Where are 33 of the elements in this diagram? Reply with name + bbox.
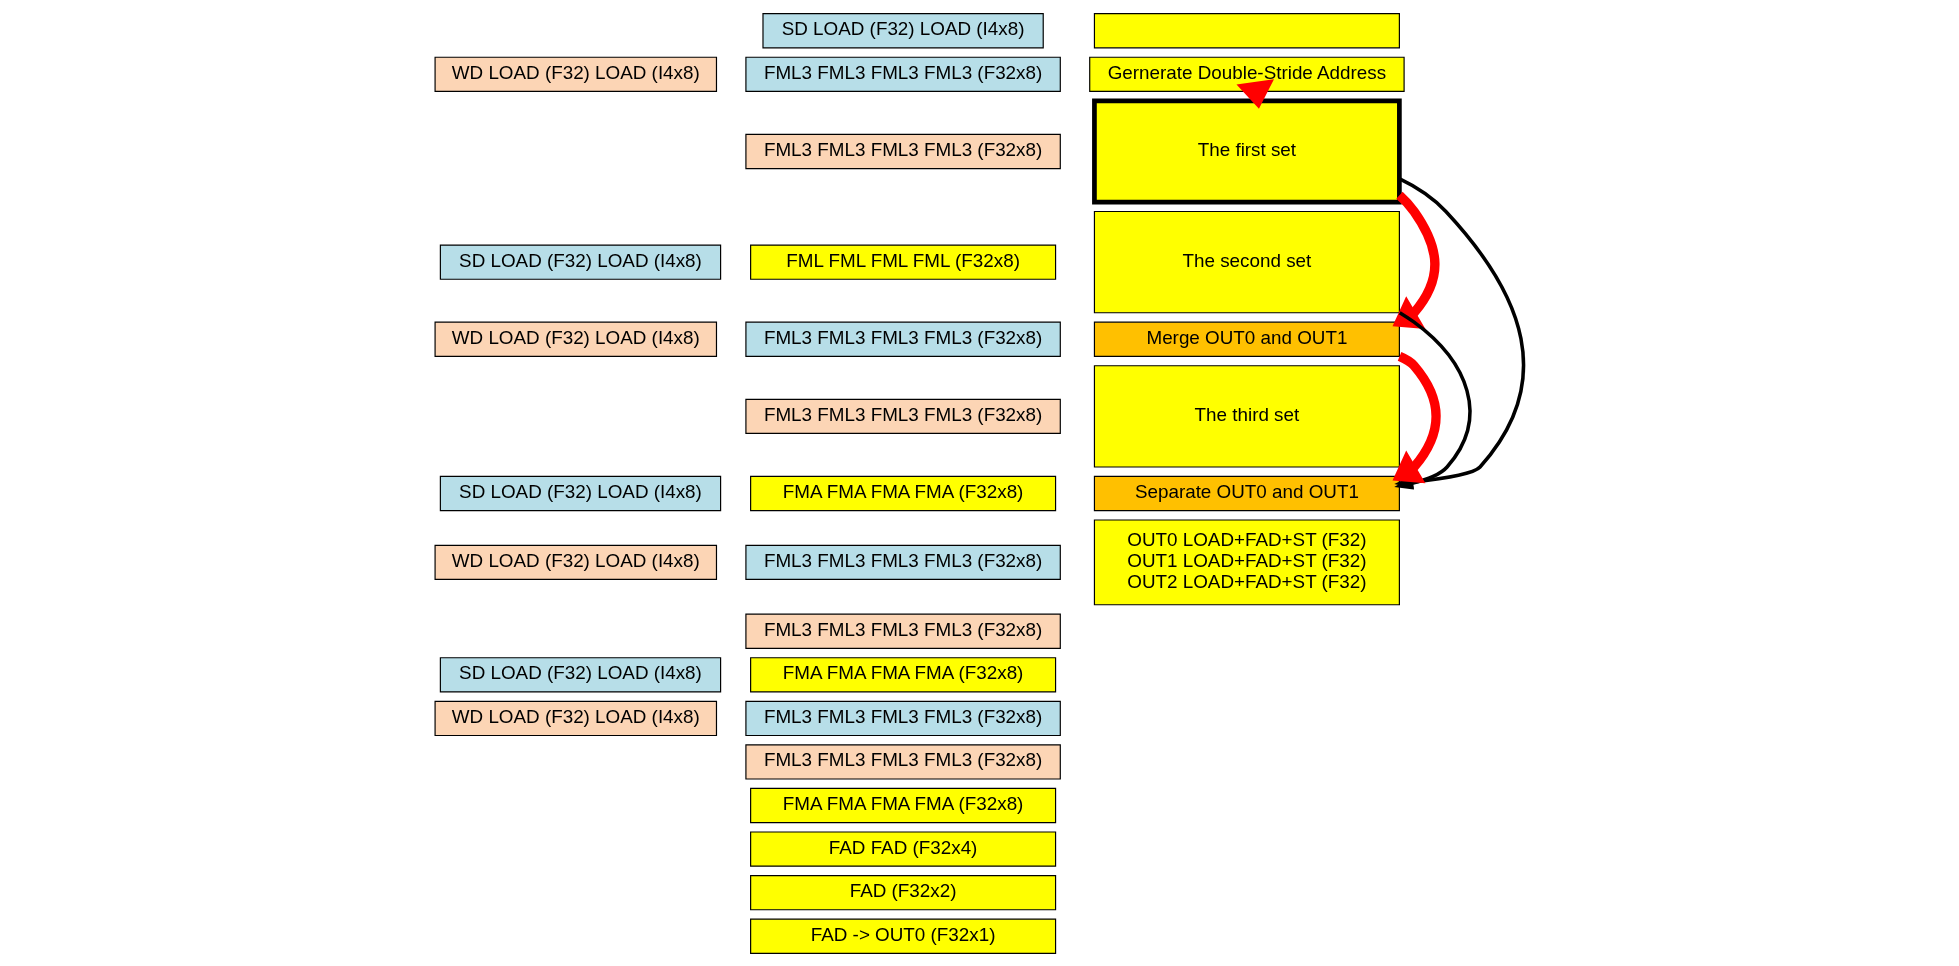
node-box: FML3 FML3 FML3 FML3 (F32x8) [745, 613, 1061, 649]
node-box: FML3 FML3 FML3 FML3 (F32x8) [745, 321, 1061, 357]
node-box: FAD -> OUT0 (F32x1) [750, 918, 1057, 954]
node-box: FMA FMA FMA FMA (F32x8) [750, 787, 1057, 823]
node-box: WD LOAD (F32) LOAD (I4x8) [434, 56, 718, 92]
node-box: FAD (F32x2) [750, 874, 1057, 910]
node-box: The third set [1093, 364, 1400, 468]
node-box: SD LOAD (F32) LOAD (I4x8) [762, 12, 1044, 48]
arrow [1392, 351, 1441, 483]
node-box: FMA FMA FMA FMA (F32x8) [750, 656, 1057, 692]
node-box: WD LOAD (F32) LOAD (I4x8) [434, 700, 718, 736]
node-box: FML3 FML3 FML3 FML3 (F32x8) [745, 133, 1061, 169]
node-box: FML3 FML3 FML3 FML3 (F32x8) [745, 544, 1061, 580]
node-box: WD LOAD (F32) LOAD (I4x8) [434, 321, 718, 357]
arrow [1236, 78, 1274, 109]
node-box: Separate OUT0 and OUT1 [1093, 475, 1400, 511]
node-box [1093, 12, 1400, 48]
node-box: FML3 FML3 FML3 FML3 (F32x8) [745, 743, 1061, 780]
node-box: The first set [1092, 98, 1402, 204]
node-box: Merge OUT0 and OUT1 [1093, 321, 1400, 357]
node-box: OUT0 LOAD+FAD+ST (F32) OUT1 LOAD+FAD+ST (F32) OUT2 LOAD+FAD+ST (F32) [1093, 518, 1400, 605]
node-box: FAD FAD (F32x4) [750, 830, 1057, 867]
node-box: FMA FMA FMA FMA (F32x8) [750, 475, 1057, 511]
node-box: FML3 FML3 FML3 FML3 (F32x8) [745, 56, 1061, 92]
node-box: FML FML FML FML (F32x8) [750, 244, 1057, 280]
node-box: WD LOAD (F32) LOAD (I4x8) [434, 544, 718, 580]
node-box: SD LOAD (F32) LOAD (I4x8) [439, 656, 722, 692]
node-box: The second set [1093, 210, 1400, 313]
node-box: FML3 FML3 FML3 FML3 (F32x8) [745, 398, 1061, 434]
node-box: FML3 FML3 FML3 FML3 (F32x8) [745, 700, 1061, 736]
node-box: SD LOAD (F32) LOAD (I4x8) [439, 244, 722, 280]
node-box: SD LOAD (F32) LOAD (I4x8) [439, 475, 722, 511]
arrow [1392, 191, 1440, 329]
